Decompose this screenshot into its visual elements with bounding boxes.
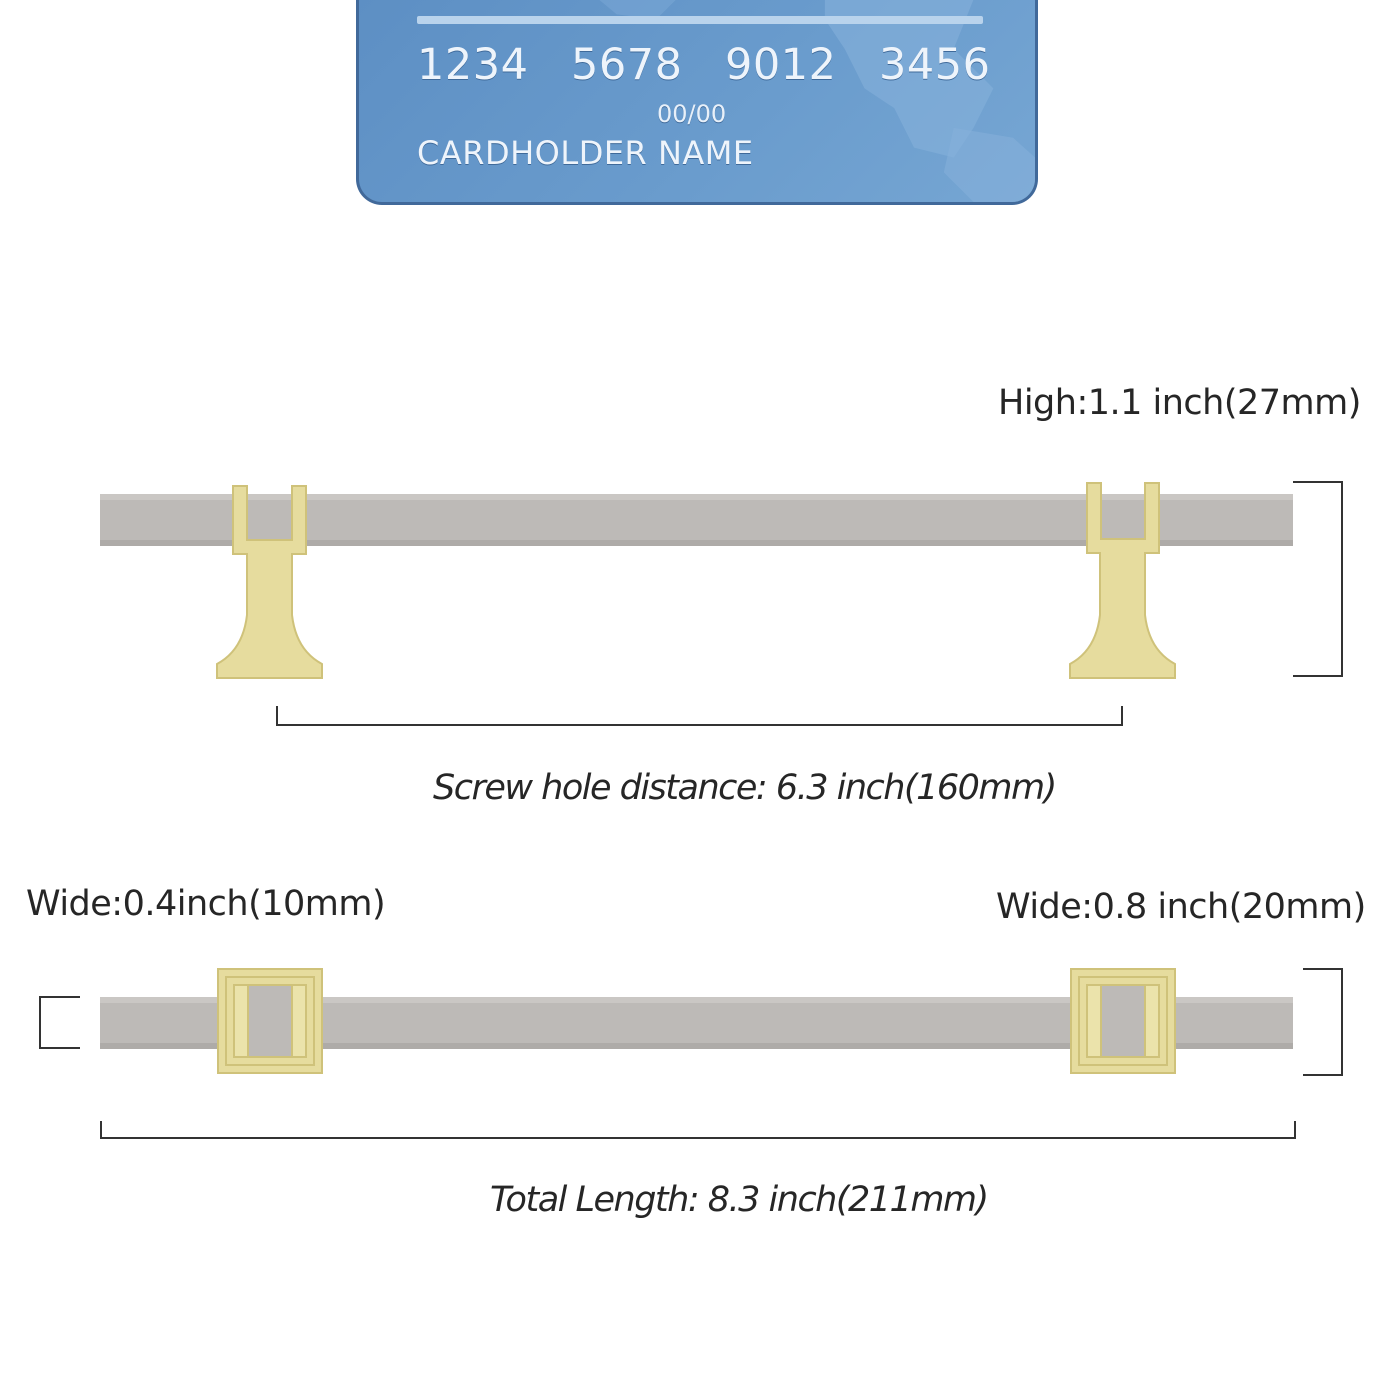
cardholder-name: CARDHOLDER NAME: [417, 134, 754, 172]
card-number-group: 1234: [417, 40, 529, 90]
world-map-graphic: [599, 0, 1035, 202]
right-post: [1069, 482, 1176, 679]
bar-width-bracket: [39, 996, 80, 1049]
card-number-group: 5678: [571, 40, 683, 90]
card-stripe: [417, 16, 983, 24]
card-expiry: 00/00: [657, 100, 727, 128]
card-number-group: 3456: [879, 40, 991, 90]
base-width-bracket: [1303, 968, 1343, 1076]
card-number: 1234 5678 9012 3456: [417, 40, 997, 90]
bar-width-label: Wide:0.4inch(10mm): [26, 884, 386, 924]
height-label: High:1.1 inch(27mm): [998, 383, 1361, 423]
height-bracket: [1293, 481, 1343, 677]
left-post: [216, 485, 323, 679]
screw-distance-bracket: [276, 706, 1123, 726]
card-number-group: 9012: [725, 40, 837, 90]
screw-distance-label: Screw hole distance: 6.3 inch(160mm): [433, 768, 1057, 808]
total-length-bracket: [100, 1121, 1296, 1139]
total-length-label: Total Length: 8.3 inch(211mm): [490, 1180, 989, 1220]
right-base-top: [1070, 968, 1176, 1074]
left-base-top: [217, 968, 323, 1074]
base-width-label: Wide:0.8 inch(20mm): [996, 887, 1366, 927]
credit-card-reference: 1234 5678 9012 3456 00/00 CARDHOLDER NAM…: [356, 0, 1038, 205]
